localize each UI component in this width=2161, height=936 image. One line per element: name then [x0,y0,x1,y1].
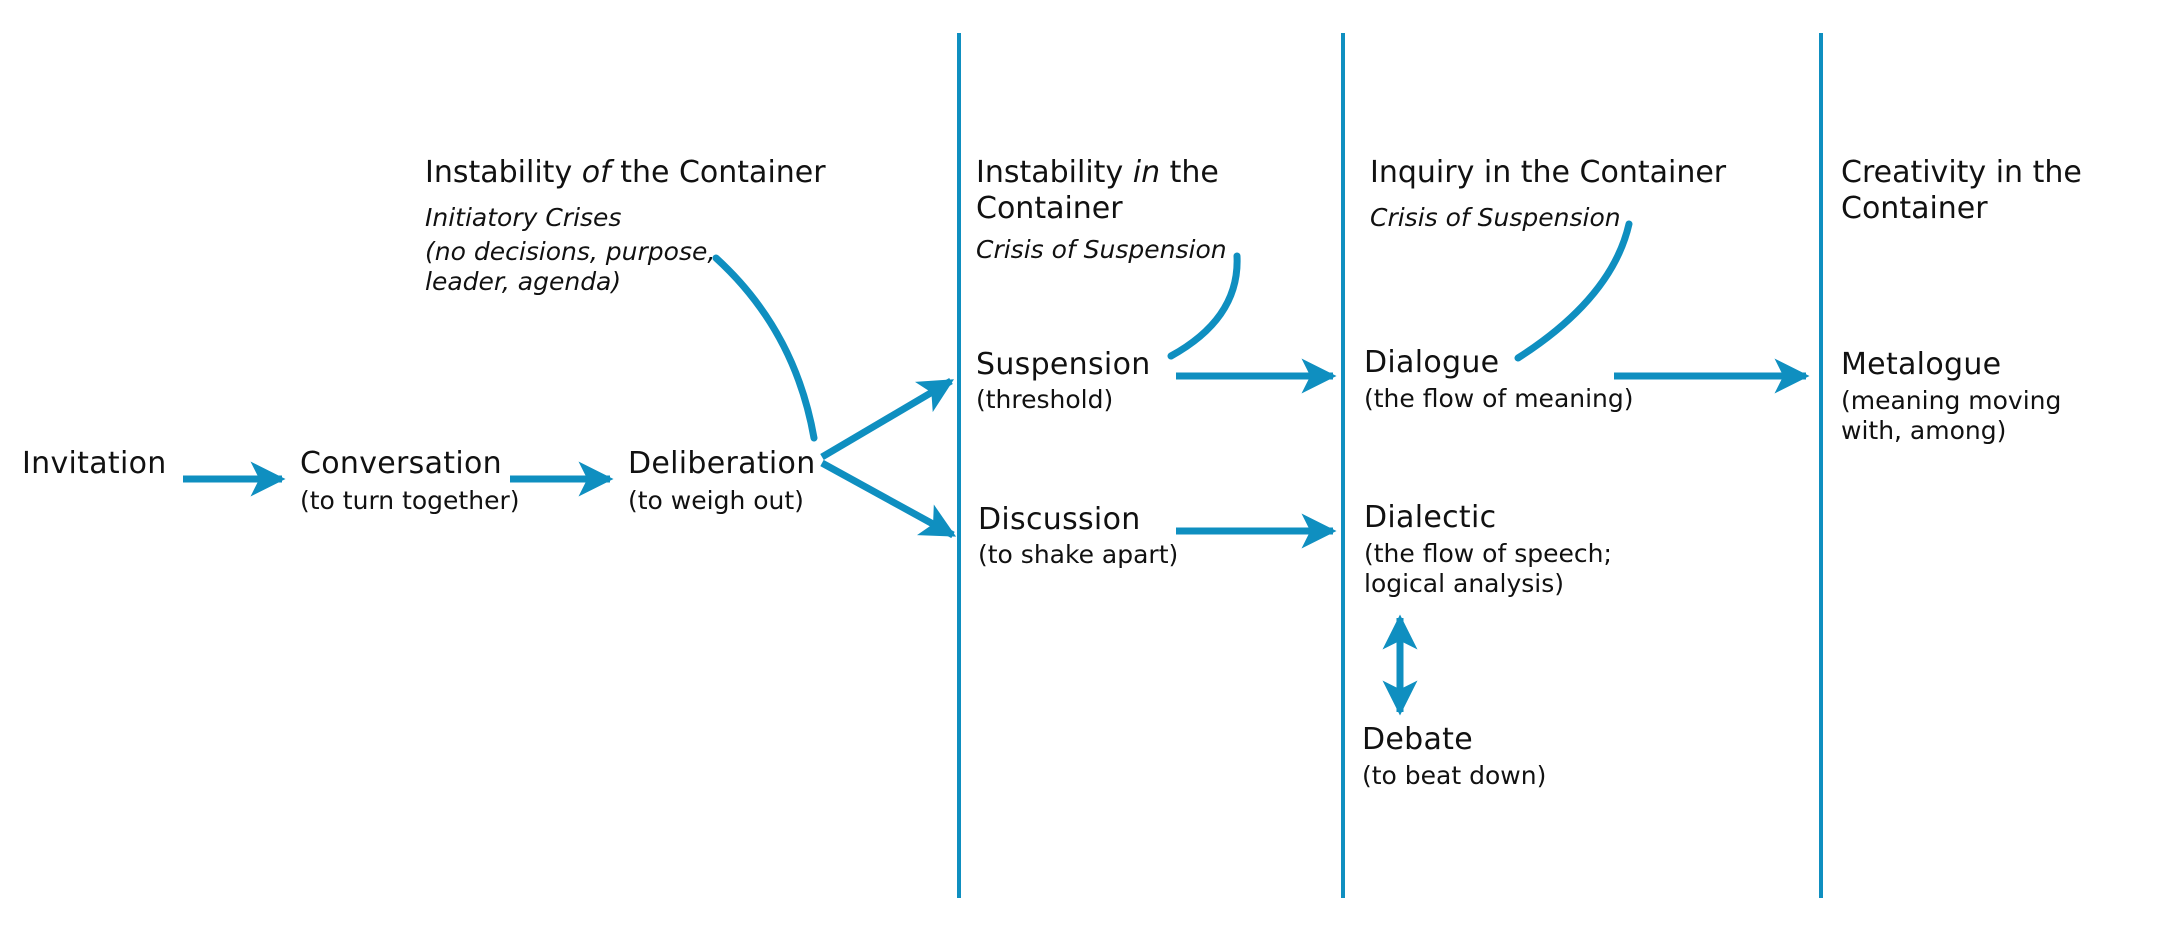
node-metalogue-title: Metalogue [1841,347,2002,382]
node-conversation-title: Conversation [300,446,502,481]
node-discussion-sub: (to shake apart) [978,540,1179,569]
curve-crisis-of-suspension-to-suspension [1167,252,1241,360]
node-dialogue-title: Dialogue [1364,345,1500,380]
phase-title-instability-of: Instability of the Container [425,155,826,191]
node-deliberation-sub: (to weigh out) [628,486,804,515]
crisis-of-suspension-1: Crisis of Suspension [976,235,1227,264]
node-conversation-sub: (to turn together) [300,486,520,515]
crisis-of-suspension-2: Crisis of Suspension [1370,203,1621,232]
phase-title-emphasis: in [1132,155,1161,190]
node-dialectic-title: Dialectic [1364,500,1497,535]
node-suspension-title: Suspension [976,347,1151,382]
curve-crisis-of-suspension-to-dialogue [1514,220,1633,362]
phase-title-instability-in: Instability in the Container [976,155,1296,227]
crisis-initiatory-detail: (no decisions, purpose, leader, agenda) [425,237,716,296]
node-debate-sub: (to beat down) [1362,761,1547,790]
phase-title-text: Instability [425,155,582,190]
node-debate-title: Debate [1362,722,1474,757]
node-deliberation-title: Deliberation [628,446,816,481]
node-invitation-title: Invitation [22,446,167,481]
node-discussion-title: Discussion [978,502,1141,537]
node-dialogue-sub: (the flow of meaning) [1364,384,1634,413]
phase-title-text: the Container [610,155,826,190]
crisis-initiatory-title: Initiatory Crises [425,203,622,232]
arrow-deliberation-to-suspension [820,377,955,461]
arrow-deliberation-to-discussion [820,459,957,539]
phase-title-text: the Container [976,155,1219,226]
phase-title-text: Instability [976,155,1133,190]
node-suspension-sub: (threshold) [976,385,1114,414]
curve-initiatory-crises-to-deliberation [712,254,818,442]
phase-title-inquiry: Inquiry in the Container [1370,155,1727,190]
phase-title-emphasis: of [581,155,611,190]
node-metalogue-sub: (meaning moving with, among) [1841,386,2062,445]
phase-title-creativity: Creativity in the Container [1841,155,2082,226]
node-dialectic-sub: (the flow of speech; logical analysis) [1364,539,1612,598]
